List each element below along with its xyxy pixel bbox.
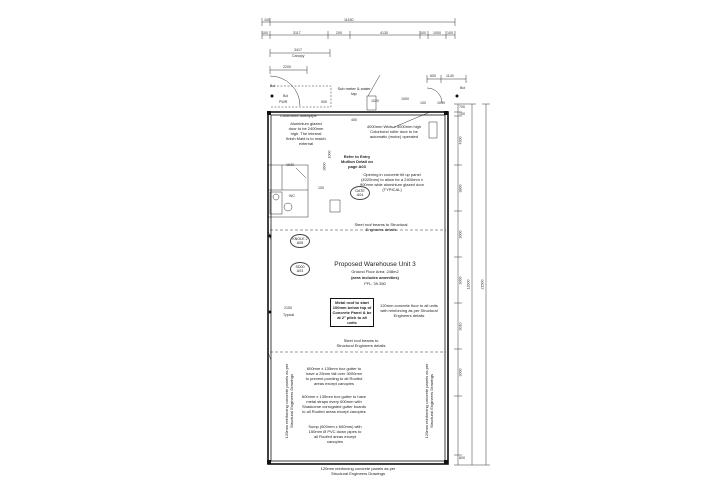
dim-right-7: 3000 <box>458 368 463 377</box>
dim-small-1090: 1090 <box>437 101 445 105</box>
opening-panel-note: Opening in concrete tilt up panel (4020m… <box>359 172 425 192</box>
sump-note: Sump (600mm x 600mm) with 150mm Ø PVC do… <box>308 424 362 444</box>
floor-area: Ground Floor Area: 248m2 <box>351 269 399 274</box>
gate-tag-id: GATE <box>355 189 365 193</box>
bol-left: Bol <box>270 84 276 88</box>
bol-right: Bol <box>460 86 466 90</box>
dim-right-3: 3800 <box>458 184 463 193</box>
typical-label: Typical <box>283 313 295 317</box>
gate-tag: GATE A04 <box>350 186 370 200</box>
dim-door-900: 900 <box>321 100 327 104</box>
dim-right-0: 700 <box>459 105 465 109</box>
canopy-label: Canopy <box>292 54 305 58</box>
bottom-panel-note: 120mm reinforcing concrete panels as per… <box>320 466 396 476</box>
dim-bay-1000: 1000 <box>327 150 332 159</box>
steel-roof-note-2: Steel roof beams to Structural Engineers… <box>336 338 386 348</box>
dim-seg-e: 100 <box>420 31 426 35</box>
dim-21500: 21500 <box>480 279 485 290</box>
dim-seg-f: 1000 <box>433 31 441 35</box>
knole-tag-sheet: A05 <box>296 241 304 245</box>
metal-roof-note: Metal roof to start 100mm below top of C… <box>330 298 374 327</box>
dim-1140: 1140 <box>446 74 454 78</box>
dim-kitchen-1630: 1630 <box>286 163 294 167</box>
dim-sub-1000: 1000 <box>401 97 409 101</box>
knole-tag: KNOLE 2 A05 <box>290 234 310 248</box>
dim-right-4: 3000 <box>458 230 463 239</box>
door-tag: SD00 A03 <box>290 262 310 276</box>
unit-title: Proposed Warehouse Unit 3 <box>334 261 416 268</box>
door-tag-id: SD00 <box>295 265 305 269</box>
dim-bay-3600: 3600 <box>322 162 327 171</box>
dim-overall-width: 11150 <box>344 18 354 22</box>
dim-top-side: 100 <box>264 18 270 22</box>
entry-mullion-note: Refer to Entry Mullion Detail on page A0… <box>341 154 373 169</box>
dim-right-8: 800 <box>459 456 465 460</box>
right-panel-note: 120mm reinforcing concrete panels as per… <box>424 363 434 439</box>
dim-right-2: 4300 <box>458 136 463 145</box>
dim-right-5: 3000 <box>458 276 463 285</box>
dim-seg-a: 100 <box>262 31 268 35</box>
left-panel-note: 120mm reinforcing concrete panels as per… <box>284 363 294 439</box>
dim-seg-c: 200 <box>336 31 342 35</box>
box-gutter-note: 600mm x 135mm box gutter to have a 25mm … <box>305 366 363 386</box>
dim-2150: 2150 <box>284 306 292 310</box>
dim-seg-d: 4130 <box>380 31 388 35</box>
gate-tag-sheet: A04 <box>356 193 364 197</box>
sub-meter-note: Sub meter & water tap <box>337 86 371 96</box>
concrete-floor-note: 120mm concrete floor to all units with r… <box>380 303 438 318</box>
dim-door-450: 450 <box>351 118 357 122</box>
dim-small-100: 100 <box>420 101 426 105</box>
knole-tag-id: KNOLE 2 <box>292 237 308 241</box>
aluminium-door-note: Aluminium glazed door to be 2400mm high.… <box>286 121 326 146</box>
dim-seg-b: 3117 <box>293 31 301 35</box>
dim-wc-100: 100 <box>318 186 324 190</box>
dim-canopy-width: 3417 <box>294 48 302 52</box>
steel-roof-note-1: Steel roof beams to Structural Engineers… <box>354 222 408 232</box>
dim-right-1: 100 <box>459 112 465 116</box>
area-note: (area includes amenities) <box>351 275 399 280</box>
colorbond-downpipe-note: Colorbond downpipe <box>280 113 317 118</box>
pwr-label: PWR <box>279 100 288 104</box>
dim-cabinet: 1020 <box>371 99 379 103</box>
dim-600: 600 <box>430 74 436 78</box>
metal-straps-note: 600mm x 135mm box gutter to have metal s… <box>301 394 367 414</box>
dim-seg-g: 100 <box>447 31 453 35</box>
bol-left-2: Bol <box>283 94 289 98</box>
dim-2200: 2200 <box>283 65 291 69</box>
ffl-label: FFL: 39.350 <box>364 281 386 286</box>
door-tag-sheet: A03 <box>296 269 304 273</box>
dim-right-6: 3010 <box>458 322 463 331</box>
wc-label: WC <box>289 194 295 198</box>
roller-door-note: 4000mm Wide x 4000mm high Colorbond roll… <box>366 124 422 139</box>
dim-overall-height: 12600 <box>466 279 471 290</box>
